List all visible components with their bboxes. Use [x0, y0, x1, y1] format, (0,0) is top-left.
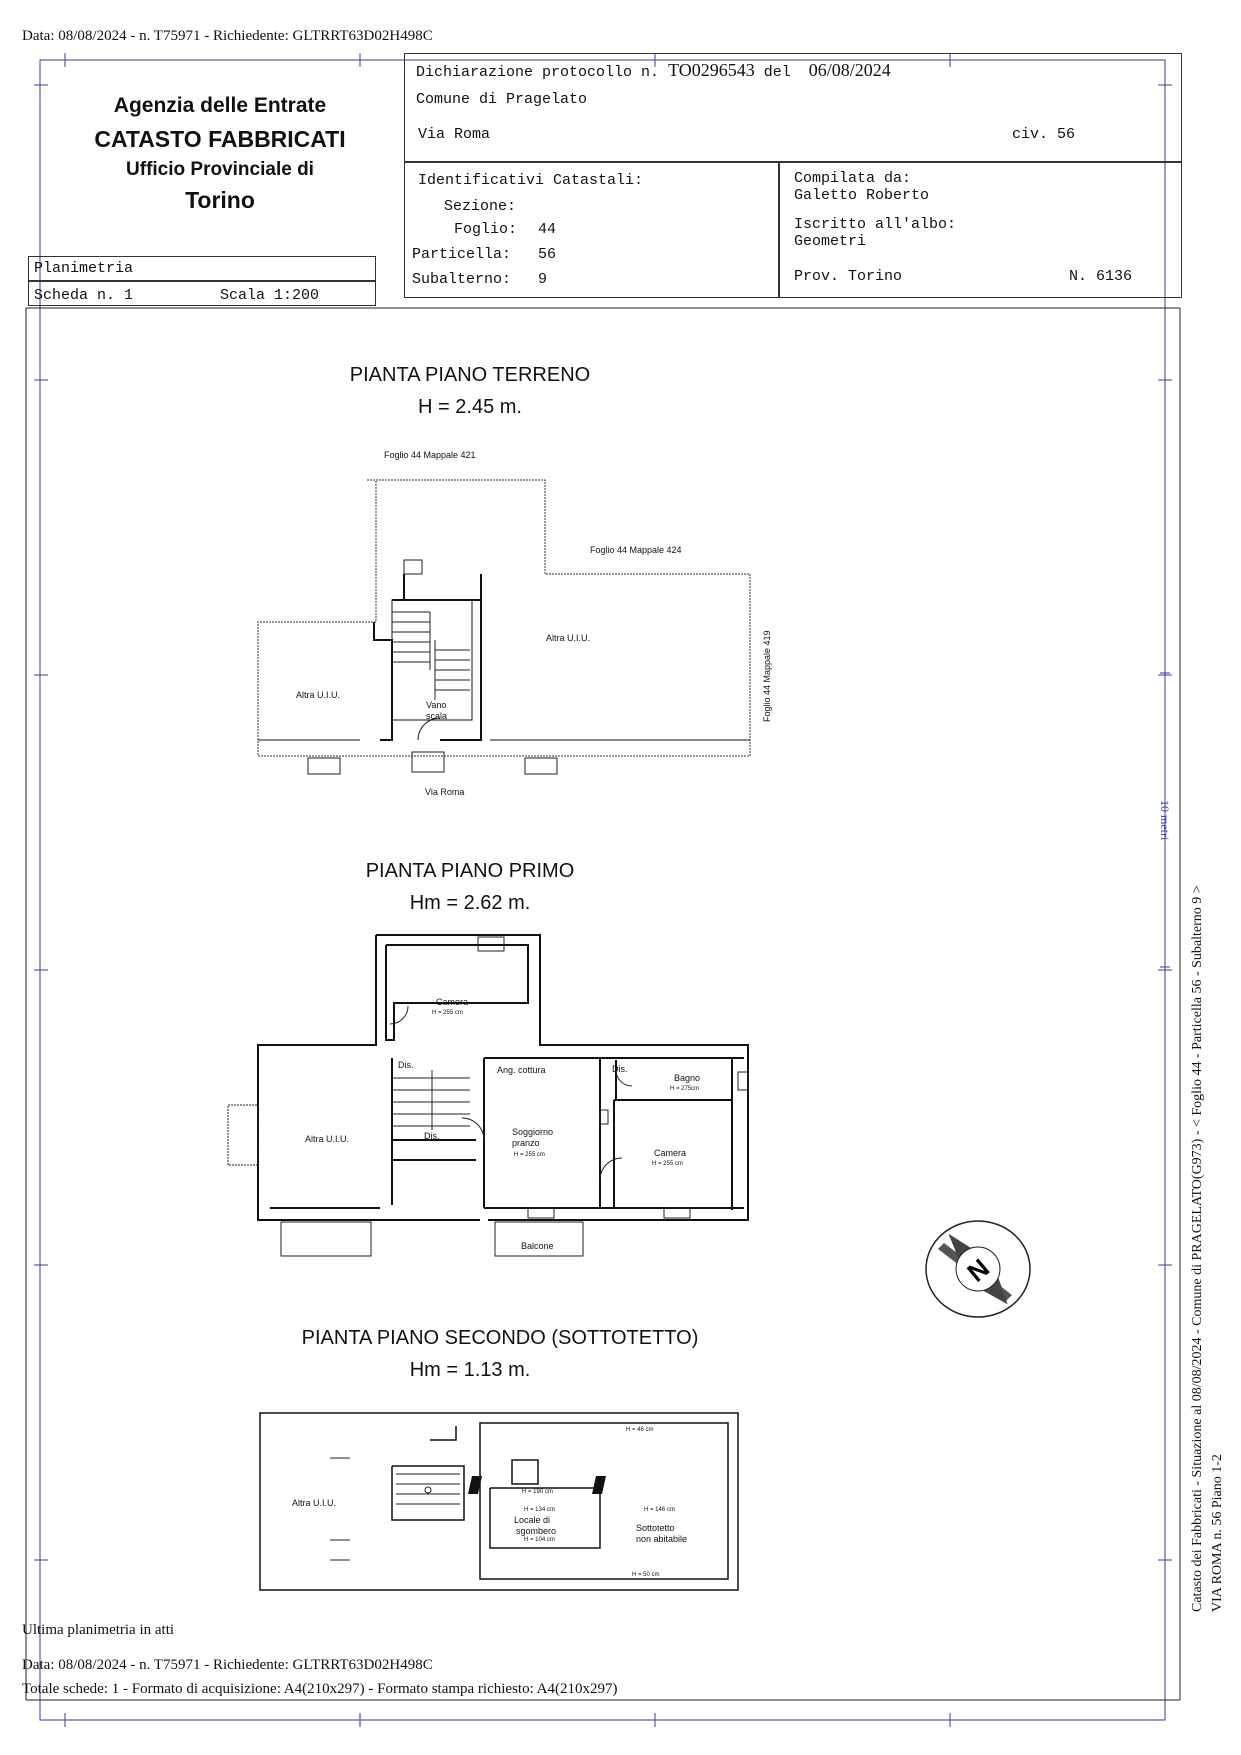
identificativi-box	[404, 161, 780, 298]
soggiorno-height: H = 255 cm	[514, 1152, 545, 1158]
albo-number: N. 6136	[1069, 268, 1133, 285]
second-floor-height: Hm = 1.13 m.	[409, 1359, 531, 1381]
dis1-label: Dis.	[398, 1060, 414, 1070]
subalterno-label: Subalterno:	[412, 271, 512, 288]
scale-bar-label: 10 metri	[1158, 800, 1172, 841]
label-mappale-424: Foglio 44 Mappale 424	[590, 545, 682, 555]
footer-data: Data: 08/08/2024 - n. T75971 - Richieden…	[22, 1657, 433, 1673]
balcone-label: Balcone	[521, 1241, 554, 1251]
ground-altra-uiu-right: Altra U.I.U.	[546, 633, 591, 643]
planimetria-box	[28, 256, 376, 282]
vano-scala-line1: Vano	[426, 700, 447, 710]
compilata-box	[778, 161, 1182, 298]
height-50: H = 50 cm	[632, 1572, 660, 1578]
scheda-label: Scheda n. 1	[34, 287, 134, 304]
sottotetto-line1: Sottotetto	[636, 1523, 675, 1533]
scheda-box	[28, 280, 376, 306]
bagno-label: Bagno	[674, 1073, 701, 1083]
side-situation-text: Catasto dei Fabbricati - Situazione al 0…	[1190, 885, 1205, 1612]
side-address-text: VIA ROMA n. 56 Piano 1-2	[1210, 1454, 1225, 1612]
agency-name: Agenzia delle Entrate	[113, 94, 327, 117]
first-floor-title: PIANTA PIANO PRIMO	[365, 860, 575, 882]
north-arrow-icon: N	[925, 1220, 1031, 1318]
particella-value: 56	[538, 246, 557, 263]
compilata-label: Compilata da:	[794, 170, 912, 187]
protocol-line: Dichiarazione protocollo n. TO0296543 de…	[416, 60, 891, 81]
ground-altra-uiu-left: Altra U.I.U.	[296, 690, 341, 700]
ground-floor-height: H = 2.45 m.	[418, 396, 522, 418]
dis2-label: Dis.	[424, 1131, 440, 1141]
prov-text: Prov. Torino	[794, 268, 903, 285]
height-104: H = 104 cm	[524, 1537, 555, 1543]
protocol-number: TO0296543	[668, 60, 755, 80]
header-request-info: Data: 08/08/2024 - n. T75971 - Richieden…	[22, 28, 433, 44]
sottotetto-line2: non abitabile	[636, 1534, 688, 1544]
footer-totale: Totale schede: 1 - Formato di acquisizio…	[22, 1681, 618, 1697]
foglio-label: Foglio:	[454, 221, 518, 238]
height-46: H = 46 cm	[626, 1427, 654, 1433]
camera1-height: H = 255 cm	[432, 1010, 463, 1016]
subalterno-value: 9	[538, 271, 548, 288]
scala-label: Scala 1:200	[220, 287, 320, 304]
bagno-height: H = 275cm	[670, 1086, 700, 1092]
camera2-label: Camera	[654, 1148, 687, 1158]
catasto-title: CATASTO FABBRICATI	[94, 126, 346, 152]
vano-scala-line2: scala	[426, 711, 448, 721]
planimetria-label: Planimetria	[34, 260, 134, 277]
ground-floor-title: PIANTA PIANO TERRENO	[349, 364, 591, 386]
locale-sgombero-line2: sgombero	[516, 1526, 557, 1536]
via-text: Via Roma	[418, 126, 491, 143]
locale-sgombero-line1: Locale di	[514, 1515, 551, 1525]
protocol-del: del	[763, 64, 791, 81]
soggiorno-line1: Soggiorno	[512, 1127, 554, 1137]
scale-bar	[1160, 672, 1170, 968]
dis3-label: Dis.	[612, 1064, 628, 1074]
footer-ultima: Ultima planimetria in atti	[22, 1622, 175, 1638]
comune-text: Comune di Pragelato	[416, 91, 588, 108]
height-190: H = 190 cm	[522, 1489, 553, 1495]
camera1-label: Camera	[436, 997, 469, 1007]
camera2-height: H = 255 cm	[652, 1161, 683, 1167]
compilata-name: Galetto Roberto	[794, 187, 930, 204]
albo-value: Geometri	[794, 233, 867, 250]
soggiorno-line2: pranzo	[512, 1138, 540, 1148]
particella-label: Particella:	[412, 246, 512, 263]
second-altra-uiu: Altra U.I.U.	[292, 1498, 337, 1508]
ang-cottura-label: Ang. cottura	[497, 1065, 546, 1075]
protocol-date: 06/08/2024	[808, 60, 891, 80]
label-via-roma: Via Roma	[425, 787, 465, 797]
ufficio-label: Ufficio Provinciale di	[126, 159, 314, 180]
ufficio-city: Torino	[185, 187, 255, 213]
foglio-value: 44	[538, 221, 557, 238]
label-mappale-421: Foglio 44 Mappale 421	[384, 450, 476, 460]
first-floor-height: Hm = 2.62 m.	[409, 892, 531, 914]
albo-label: Iscritto all'albo:	[794, 216, 957, 233]
second-floor-title: PIANTA PIANO SECONDO (SOTTOTETTO)	[301, 1327, 699, 1349]
protocol-box	[404, 53, 1182, 163]
identificativi-title: Identificativi Catastali:	[418, 172, 644, 189]
protocol-label: Dichiarazione protocollo n.	[416, 64, 660, 81]
agency-block: Agenzia delle Entrate CATASTO FABBRICATI…	[40, 94, 400, 214]
first-altra-uiu: Altra U.I.U.	[305, 1134, 350, 1144]
height-134: H = 134 cm	[524, 1507, 555, 1513]
civ-text: civ. 56	[1012, 126, 1076, 143]
height-146: H = 146 cm	[644, 1507, 675, 1513]
sezione-label: Sezione:	[444, 198, 517, 215]
